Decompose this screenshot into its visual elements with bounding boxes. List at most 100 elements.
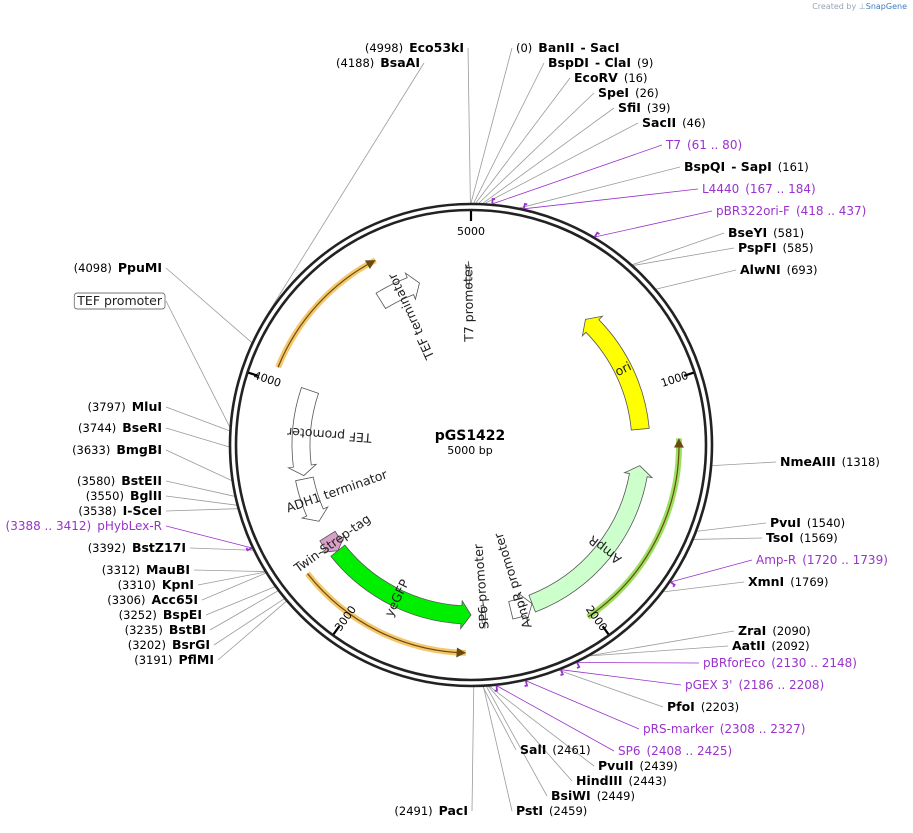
leader-line xyxy=(165,427,230,448)
site-position: (2090) xyxy=(772,624,810,638)
primer-mark-2 xyxy=(593,231,600,238)
tick-mark-4000 xyxy=(248,371,259,377)
primer-label: (3388 .. 3412) pHybLex-R xyxy=(6,519,162,533)
enzyme-name: - ClaI xyxy=(595,55,631,70)
site-position: (3310) xyxy=(118,578,156,592)
tick-label-5000: 5000 xyxy=(457,225,485,238)
site-position: (2203) xyxy=(701,700,739,714)
site-label: (0)BanII- SacI xyxy=(516,40,620,55)
site-position: (1769) xyxy=(790,575,828,589)
primer-range: (167 .. 184) xyxy=(745,182,815,196)
site-label: BseYI(581) xyxy=(728,225,804,240)
snapgene-credit: Created by ⊥SnapGene xyxy=(812,2,907,11)
site-position: (2449) xyxy=(597,789,635,803)
site-position: (4098) xyxy=(74,261,112,275)
enzyme-name: I-SceI xyxy=(123,503,162,518)
leader-line xyxy=(471,686,475,812)
leader-line xyxy=(478,92,595,204)
feature-arrows xyxy=(287,260,654,630)
site-position: (3202) xyxy=(128,638,166,652)
site-label: AatII(2092) xyxy=(732,638,810,653)
backbone-inner-ring xyxy=(234,208,708,682)
tef-promoter-feature-arrow xyxy=(287,387,320,477)
tef-terminator-feature-arrow xyxy=(375,272,420,310)
enzyme-name: BstZ17I xyxy=(132,540,186,555)
leader-line xyxy=(189,547,254,551)
tick-label-4000: 4000 xyxy=(252,369,283,390)
enzyme-name: AlwNI xyxy=(740,262,781,277)
leader-line xyxy=(165,525,253,549)
site-label: (3235)BstBI xyxy=(125,622,206,637)
yegfp-feature-arrow xyxy=(330,544,472,630)
tick-mark-3000 xyxy=(332,625,341,635)
leader-line xyxy=(482,107,615,204)
green-inner-core xyxy=(587,438,680,618)
leader-line xyxy=(193,569,265,572)
site-position: (1540) xyxy=(807,516,845,530)
site-position: (3306) xyxy=(107,593,145,607)
site-position: (1318) xyxy=(842,455,880,469)
enzyme-name: - SapI xyxy=(731,159,772,174)
site-position: (3797) xyxy=(87,400,125,414)
leader-line xyxy=(470,47,513,204)
site-position: (3538) xyxy=(78,504,116,518)
site-position: (4188) xyxy=(336,56,374,70)
leader-line xyxy=(197,571,266,586)
leader-line xyxy=(467,47,471,204)
yellow-outer-arrowhead xyxy=(364,260,376,269)
outer-feature-arcs xyxy=(275,257,684,658)
site-position: (3191) xyxy=(134,653,172,667)
feature-name: TEF promoter xyxy=(76,293,163,308)
enzyme-name: ZraI xyxy=(738,623,766,638)
ampr-promoter-feature-arrow xyxy=(508,592,533,622)
leader-line xyxy=(484,122,639,204)
enzyme-name: BstEII xyxy=(121,473,162,488)
site-position: (581) xyxy=(773,226,804,240)
leader-line xyxy=(523,188,699,210)
site-position: (2092) xyxy=(771,639,809,653)
enzyme-name: KpnI xyxy=(162,577,194,592)
enzyme-name: BsiWI xyxy=(551,788,591,803)
enzyme-name: TsoI xyxy=(766,530,794,545)
feature-callout-label: TEF promoter xyxy=(73,292,166,310)
sp6-promoter-label: SP6 promoter xyxy=(470,543,491,630)
primer-range: (3388 .. 3412) xyxy=(6,519,92,533)
enzyme-name: PfoI xyxy=(667,699,695,714)
primer-range: pHybLex-R xyxy=(97,519,162,533)
enzyme-name: PspFI xyxy=(738,240,777,255)
site-label: ZraI (2090) xyxy=(738,623,811,638)
site-label: (4098)PpuMI xyxy=(74,260,162,275)
site-label: (3550)BglII xyxy=(86,488,162,503)
site-label: BspQI- SapI(161) xyxy=(684,159,809,174)
enzyme-name: MauBI xyxy=(146,562,190,577)
primer-name: pRS-marker xyxy=(643,722,714,736)
backbone-outer-ring xyxy=(228,202,714,688)
site-position: (3550) xyxy=(86,489,124,503)
primer-mark-4 xyxy=(576,662,581,669)
enzyme-name: BseRI xyxy=(122,420,162,435)
enzyme-name: PstI xyxy=(516,803,543,818)
backbone-ring xyxy=(228,202,714,688)
primer-mark-7 xyxy=(494,685,499,692)
enzyme-name: SacII xyxy=(642,115,676,130)
primer-range: (418 .. 437) xyxy=(796,204,866,218)
primer-name: pBRforEco xyxy=(703,656,765,670)
site-label: NmeAIII(1318) xyxy=(780,454,880,469)
site-label: SfiI(39) xyxy=(618,100,671,115)
leader-line xyxy=(670,559,753,583)
leader-line xyxy=(693,537,763,540)
primer-label: T7(61 .. 80) xyxy=(665,138,742,152)
leader-line xyxy=(165,508,238,512)
primer-name: pGEX 3' xyxy=(685,678,732,692)
site-label: (3580)BstEII xyxy=(77,473,162,488)
enzyme-name: PflMI xyxy=(178,652,214,667)
site-label: (3310) KpnI xyxy=(118,577,194,592)
site-position: (3392) xyxy=(88,541,126,555)
enzyme-name: EcoRV xyxy=(574,70,618,85)
leader-line xyxy=(492,144,663,205)
leader-line xyxy=(633,247,735,266)
credit-prefix: Created by xyxy=(812,2,857,11)
leader-line xyxy=(486,686,548,797)
leader-line xyxy=(213,598,285,646)
enzyme-name: BmgBI xyxy=(116,442,162,457)
